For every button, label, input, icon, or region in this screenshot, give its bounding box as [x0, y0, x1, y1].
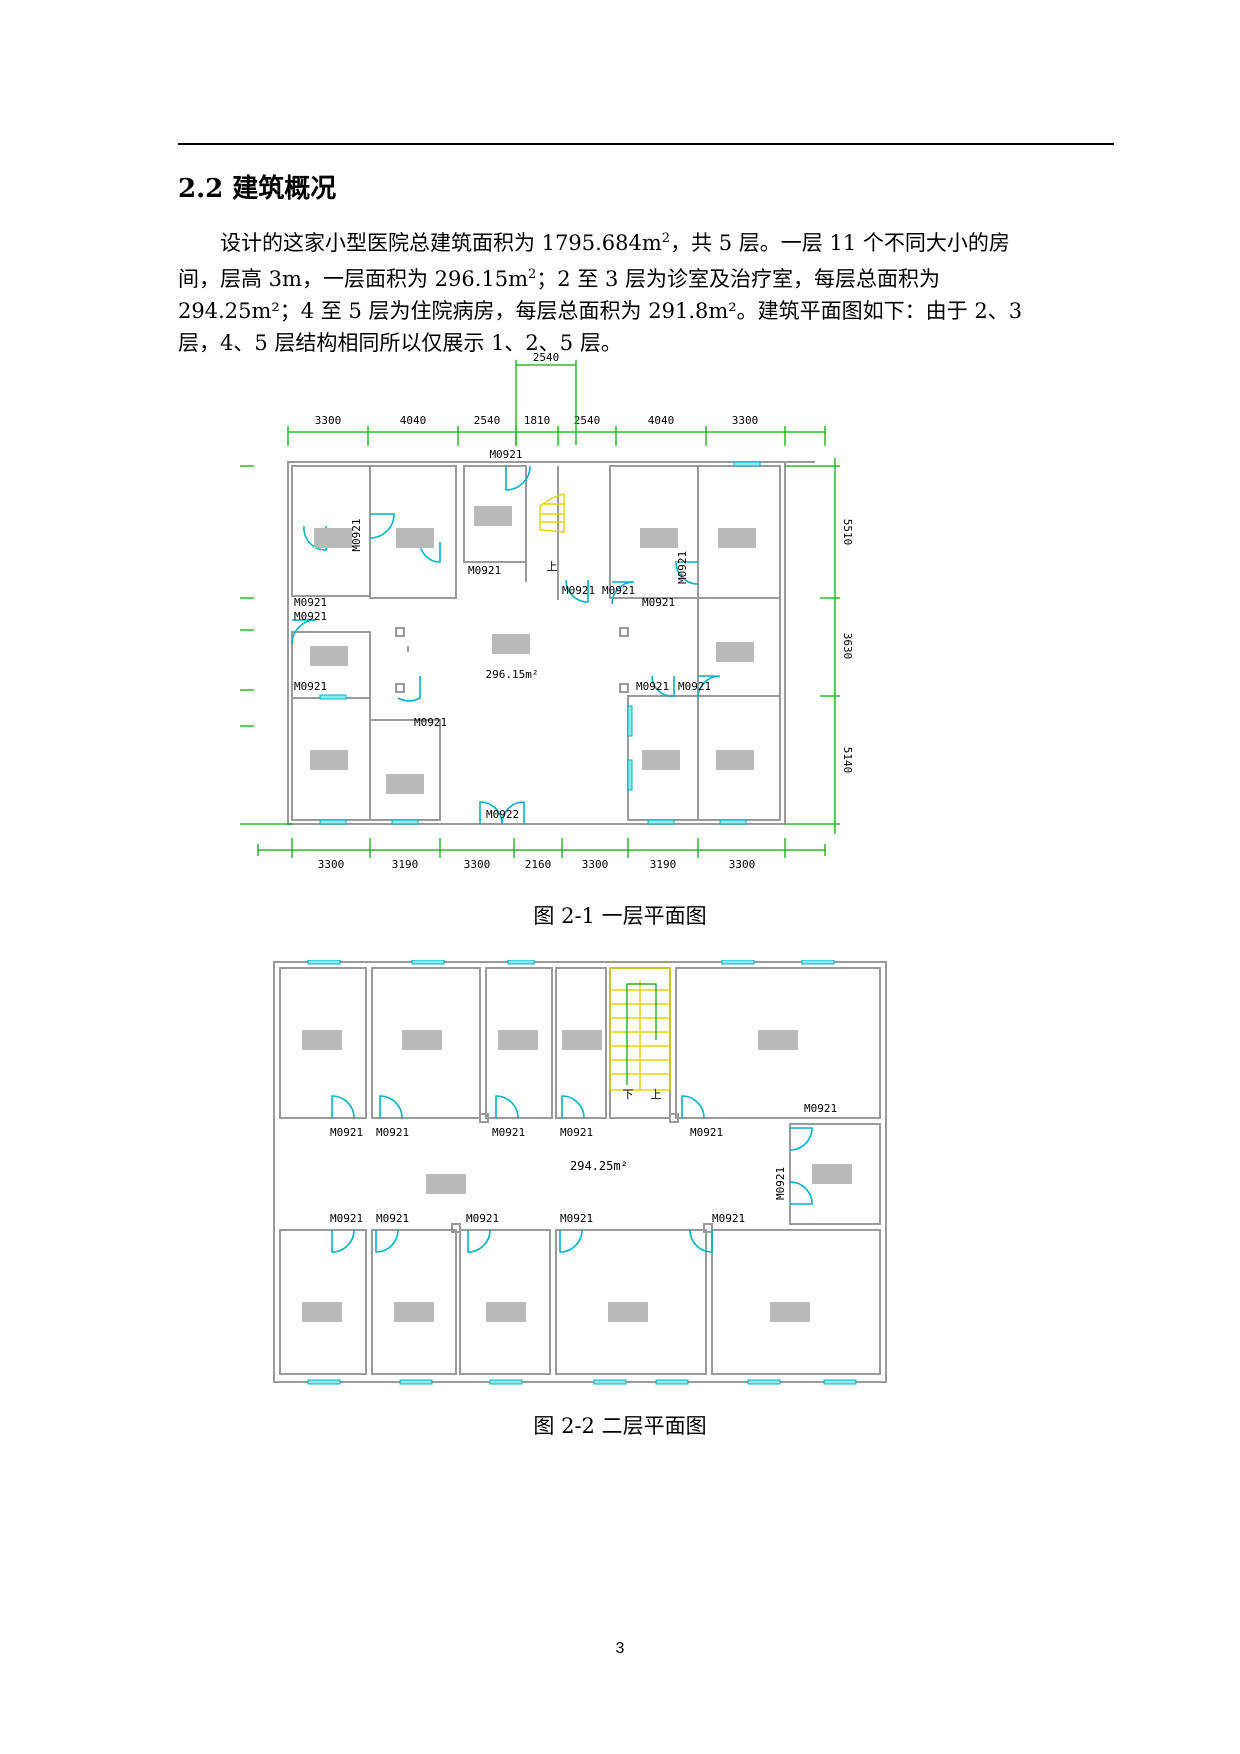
- svg-text:M0921: M0921: [330, 1126, 363, 1139]
- outer-wall-2: [273, 961, 887, 1383]
- stair-down-label: 下: [623, 1088, 634, 1101]
- svg-text:3630: 3630: [841, 633, 854, 660]
- figure2-caption: 图 2-2 二层平面图: [533, 1414, 707, 1438]
- svg-text:M0921: M0921: [330, 1212, 363, 1225]
- door-labels-2: M0921 M0921 M0921 M0921 M0921 M0921 M092…: [330, 1102, 837, 1225]
- page-number: 3: [615, 1640, 625, 1657]
- top-dim-3: 2540: [474, 414, 501, 427]
- paragraph-line-3: 294.25m²；4 至 5 层为住院病房，每层总面积为 291.8m²。建筑平…: [178, 299, 1023, 323]
- top-dim-7: 3300: [732, 414, 759, 427]
- svg-text:M0921: M0921: [560, 1126, 593, 1139]
- stair-dim-label: 2540: [533, 351, 560, 364]
- svg-text:M0921: M0921: [414, 716, 447, 729]
- doors-2: [331, 1095, 813, 1253]
- svg-text:M0921: M0921: [294, 680, 327, 693]
- stair-dimension: 2540: [515, 351, 577, 445]
- svg-text:M0921: M0921: [642, 596, 675, 609]
- svg-text:M0921: M0921: [468, 564, 501, 577]
- top-dimension-line: 3300 4040 2540 1810 2540 4040 3300: [287, 414, 826, 446]
- top-dim-5: 2540: [574, 414, 601, 427]
- svg-text:M0921: M0921: [676, 551, 689, 584]
- svg-text:M0921: M0921: [560, 1212, 593, 1225]
- overview-paragraph: 设计的这家小型医院总建筑面积为 1795.684m2，共 5 层。一层 11 个…: [178, 223, 1114, 359]
- stair-up-label: 上: [547, 560, 558, 573]
- svg-text:M0921: M0921: [489, 448, 522, 461]
- bottom-dimension-line: 3300 3190 3300 2160 3300 3190 3300: [257, 838, 826, 871]
- svg-text:3300: 3300: [464, 858, 491, 871]
- svg-text:3190: 3190: [392, 858, 419, 871]
- svg-text:M0921: M0921: [350, 518, 363, 551]
- svg-text:5510: 5510: [841, 519, 854, 546]
- figure1-caption: 图 2-1 一层平面图: [533, 904, 707, 928]
- svg-text:M0921: M0921: [376, 1126, 409, 1139]
- floor2-area: 294.25m²: [570, 1159, 628, 1173]
- door-labels: M0921 M0921 M0921 M0921 M0921 M0921 M092…: [294, 448, 711, 821]
- svg-text:5140: 5140: [841, 747, 854, 774]
- top-dim-4: 1810: [524, 414, 551, 427]
- outer-wall: [287, 461, 786, 825]
- svg-text:M0921: M0921: [712, 1212, 745, 1225]
- svg-text:3300: 3300: [582, 858, 609, 871]
- svg-text:3300: 3300: [729, 858, 756, 871]
- stair-up-label-2: 上: [651, 1088, 662, 1101]
- svg-text:M0921: M0921: [466, 1212, 499, 1225]
- paragraph-line-1: 设计的这家小型医院总建筑面积为 1795.684m2，共 5 层。一层 11 个…: [220, 231, 1010, 255]
- svg-text:M0921: M0921: [376, 1212, 409, 1225]
- svg-text:M0922: M0922: [486, 808, 519, 821]
- paragraph-line-4: 层，4、5 层结构相同所以仅展示 1、2、5 层。: [178, 331, 622, 355]
- svg-text:3300: 3300: [318, 858, 345, 871]
- svg-text:M0921: M0921: [294, 596, 327, 609]
- section-heading: 2.2 建筑概况: [178, 174, 337, 204]
- windows: [319, 461, 761, 825]
- room-tags-2: [302, 1030, 852, 1322]
- svg-text:M0921: M0921: [636, 680, 669, 693]
- room-tags: [310, 506, 756, 794]
- door-label-right: M0921: [804, 1102, 837, 1115]
- paragraph-line-2: 间，层高 3m，一层面积为 296.15m2；2 至 3 层为诊室及治疗室，每层…: [178, 267, 941, 291]
- floor1-area: 296.15m²: [486, 668, 539, 681]
- svg-text:M0921: M0921: [690, 1126, 723, 1139]
- svg-text:M0921: M0921: [294, 610, 327, 623]
- stair-symbol: 上: [539, 493, 565, 573]
- top-dim-6: 4040: [648, 414, 675, 427]
- left-dimension-line: 5510 1340 2480 1540 3580: [240, 465, 292, 825]
- top-dim-2: 4040: [400, 414, 427, 427]
- svg-text:3190: 3190: [650, 858, 677, 871]
- windows-2: [307, 960, 857, 1385]
- room-partitions: [291, 465, 781, 821]
- header-rule: [178, 143, 1114, 145]
- svg-text:M0921: M0921: [492, 1126, 525, 1139]
- svg-text:M0921: M0921: [602, 584, 635, 597]
- first-floor-plan: 3300 4040 2540 1810 2540 4040 3300 2540: [240, 351, 854, 871]
- svg-text:M0921: M0921: [562, 584, 595, 597]
- second-floor-plan: 下 上: [273, 960, 887, 1385]
- door-label-side: M0921: [774, 1167, 787, 1200]
- right-dimension-line: 5510 3630 5140: [785, 458, 854, 834]
- room-partitions-2: [279, 967, 881, 1375]
- stair-symbol-2: 下 上: [609, 967, 671, 1101]
- top-dim-1: 3300: [315, 414, 342, 427]
- svg-text:2160: 2160: [525, 858, 552, 871]
- svg-text:M0921: M0921: [678, 680, 711, 693]
